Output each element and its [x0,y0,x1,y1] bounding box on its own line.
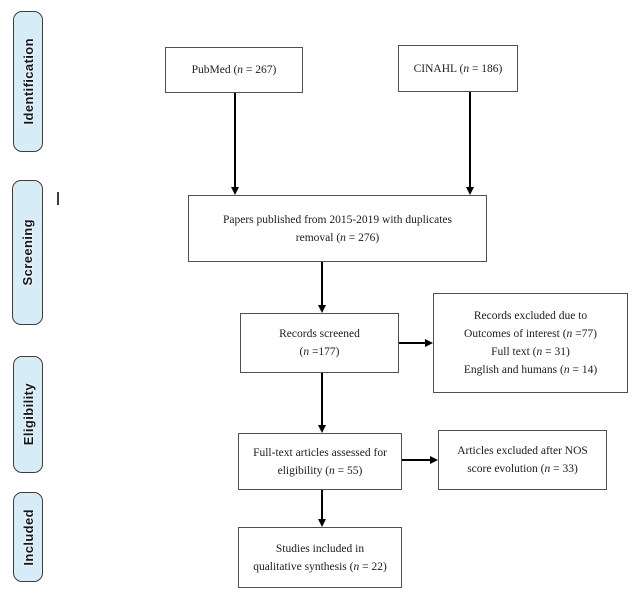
box-articles-excluded-nos: Articles excluded after NOS score evolut… [438,430,607,490]
box-line: Records screened [279,328,360,340]
box-line: qualitative synthesis (n = 22) [253,560,387,573]
stage-label-identification: Identification [13,11,43,152]
box-line: English and humans (n = 14) [463,364,598,376]
box-line: Full text (n = 31) [491,346,570,358]
stage-label-included: Included [13,492,43,582]
box-line: Outcomes of interest (n =77) [464,328,597,340]
stage-label-screening: Screening [12,180,43,325]
box-line: Records excluded due to [473,310,588,322]
box-line: Papers published from 2015-2019 with dup… [222,213,452,226]
box-records-excluded: Records excluded due to Outcomes of inte… [433,293,628,393]
box-line: score evolution (n = 33) [467,463,578,475]
arrow-fulltext-to-nos-excluded [402,455,438,465]
stage-label-text: Screening [20,219,35,286]
box-line: CINAHL (n = 186) [413,62,503,75]
box-line: removal (n = 276) [295,231,380,244]
arrow-pubmed-to-duplicates [230,93,240,195]
arrow-fulltext-to-included [317,490,327,527]
box-line: PubMed (n = 267) [191,64,277,76]
box-cinahl: CINAHL (n = 186) [398,45,518,92]
box-studies-included: Studies included in qualitative synthesi… [238,527,402,588]
stage-label-text: Eligibility [20,383,36,446]
box-line: Full-text articles assessed for [253,446,387,459]
stage-label-eligibility: Eligibility [13,356,43,473]
stage-label-text: Identification [20,38,36,125]
box-line: Studies included in [275,542,365,555]
arrow-screened-to-fulltext [317,373,327,433]
arrow-cinahl-to-duplicates [465,92,475,195]
stage-label-text: Included [20,508,36,566]
box-records-screened: Records screened (n =177) [240,313,399,373]
box-pubmed: PubMed (n = 267) [165,47,303,93]
box-line: (n =177) [299,346,340,358]
box-duplicates-removed: Papers published from 2015-2019 with dup… [188,195,487,262]
arrow-duplicates-to-screened [317,262,327,313]
stray-tick-mark [57,192,59,205]
box-fulltext-assessed: Full-text articles assessed for eligibil… [238,433,402,490]
box-line: eligibility (n = 55) [277,464,363,477]
box-line: Articles excluded after NOS [457,445,588,457]
arrow-screened-to-excluded [399,338,433,348]
